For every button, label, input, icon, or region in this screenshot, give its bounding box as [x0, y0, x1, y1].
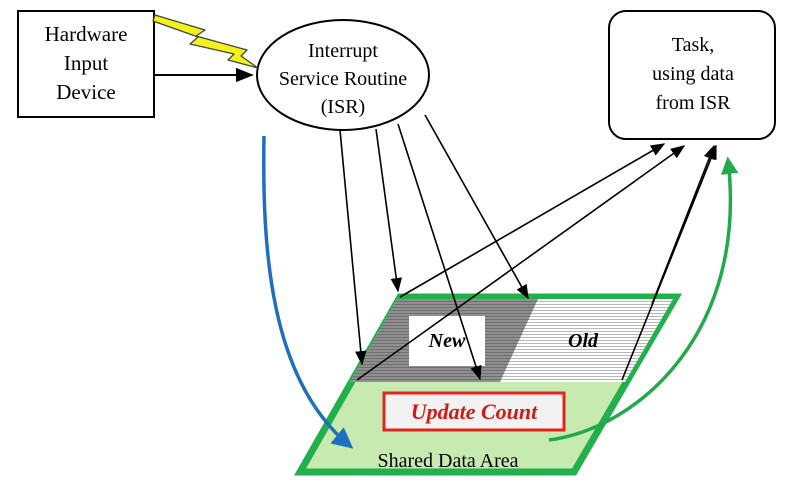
update-count-label: Update Count	[411, 399, 538, 424]
task-label-line-2: using data	[652, 63, 734, 85]
task-read-count-arrow	[548, 156, 739, 442]
new-label: New	[428, 330, 466, 352]
isr-label-line-2: Service Routine	[279, 68, 407, 90]
task-label-line-1: Task,	[672, 34, 714, 56]
hardware-label-line-3: Device	[56, 80, 115, 104]
isr-label-line-1: Interrupt	[308, 40, 378, 62]
hardware-input-device-box	[17, 10, 155, 118]
task-box	[608, 10, 776, 140]
update-count-box	[382, 391, 566, 432]
hardware-label-line-1: Hardware	[45, 22, 128, 46]
isr-to-buffer-arrow-1	[339, 129, 367, 366]
isr-to-buffer-arrow-2	[375, 128, 402, 293]
buffer-to-task-arrow-1	[399, 143, 666, 298]
isr-to-buffer-arrow-3	[397, 123, 482, 381]
buffer-to-task-arrow-2	[356, 145, 686, 381]
shared-area-label: Shared Data Area	[377, 450, 518, 472]
interrupt-lightning-icon	[152, 14, 259, 69]
isr-update-count-arrow	[262, 135, 354, 449]
old-label: Old	[568, 330, 599, 352]
buffer-to-task-arrow-4	[651, 144, 715, 305]
task-label-line-3: from ISR	[656, 92, 732, 114]
buffer-to-task-arrow-3	[621, 144, 717, 381]
hardware-label-line-2: Input	[64, 51, 108, 75]
isr-to-buffer-arrow-4	[424, 114, 529, 300]
isr-label-line-3: (ISR)	[321, 96, 365, 118]
isr-ellipse	[256, 19, 430, 131]
